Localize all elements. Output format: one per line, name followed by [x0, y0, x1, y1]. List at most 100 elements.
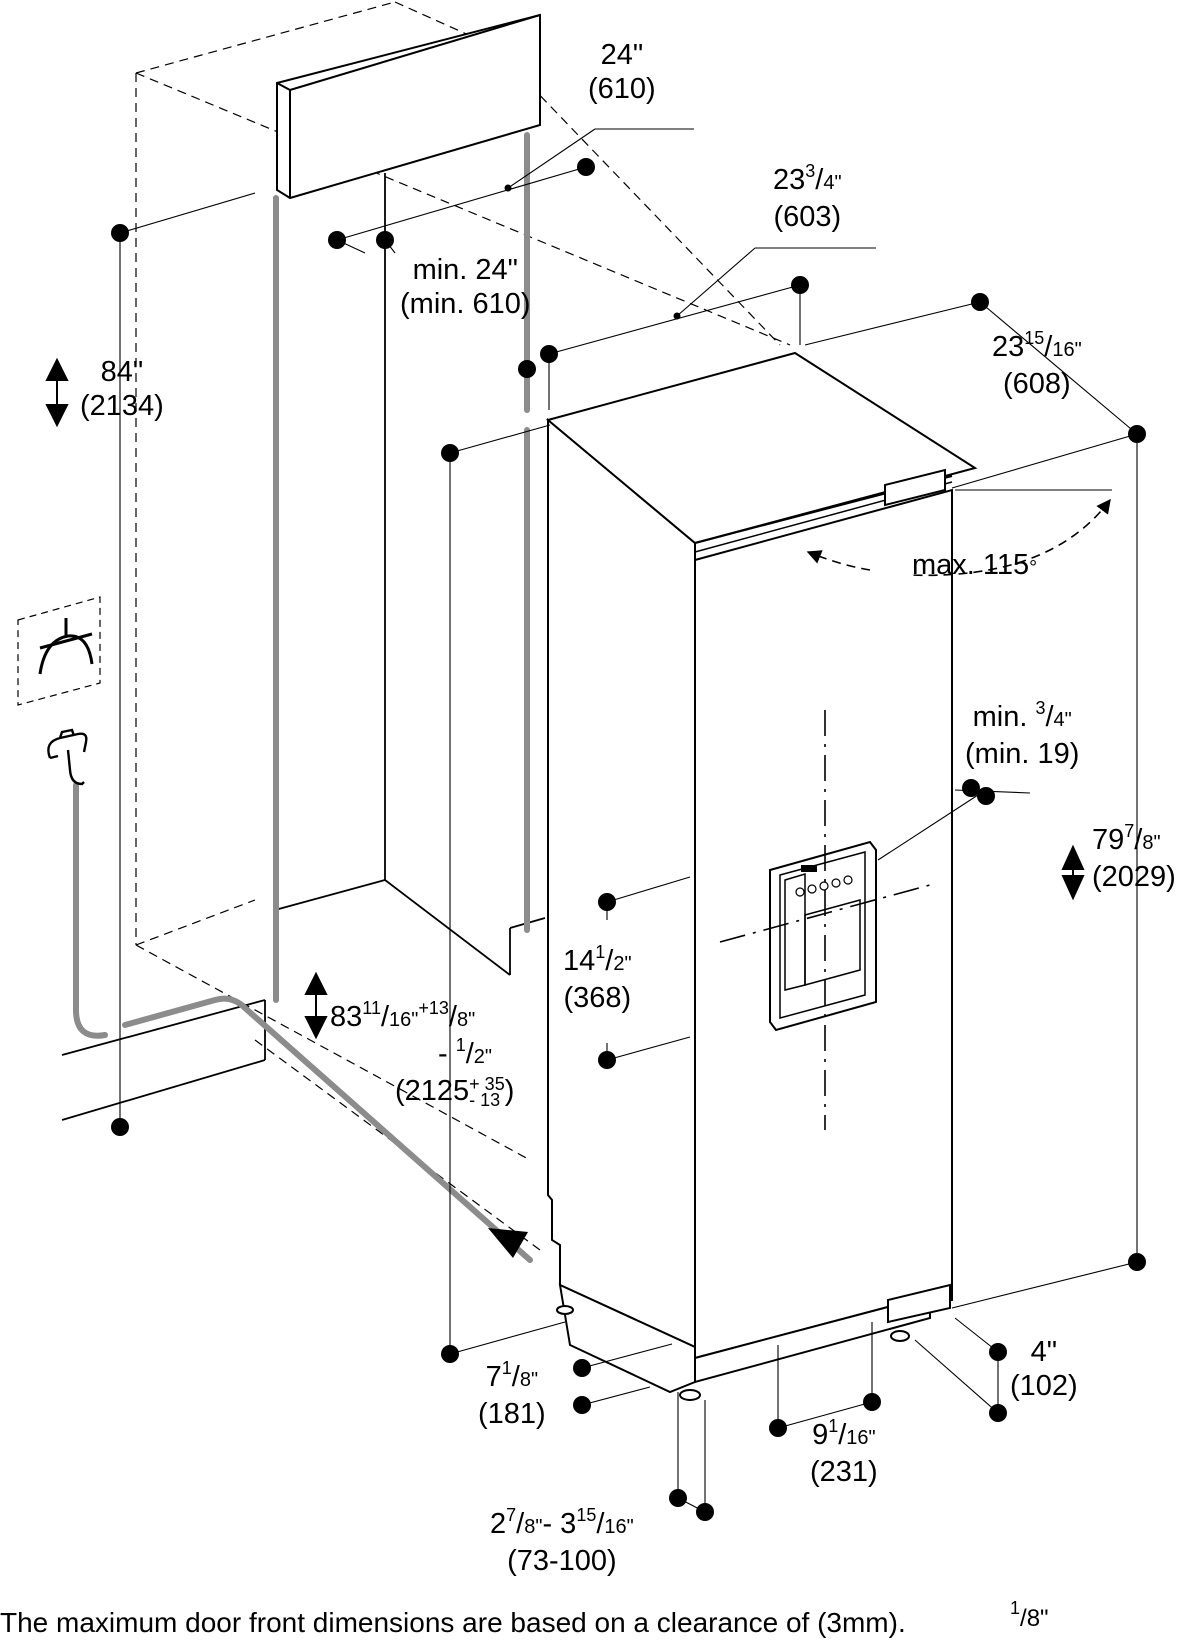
appliance-depth-whole: 23	[992, 331, 1025, 363]
installation-height-whole: 83	[330, 1001, 363, 1033]
installation-height-mm-minus: - 13	[469, 1090, 501, 1111]
installation-height-num: 11	[362, 998, 381, 1018]
niche-width-mm: (min. 610)	[400, 288, 531, 320]
niche-width-label: min. 24" (min. 610)	[400, 253, 531, 321]
side-clearance-num: 3	[1035, 698, 1046, 718]
toe-kick-width-den: 16"	[846, 1427, 876, 1449]
toe-kick-setback-b-den: 16"	[604, 1516, 634, 1538]
water-tap-icon	[47, 728, 88, 786]
appliance-height-mm: (2029)	[1092, 861, 1176, 893]
dimension-lines	[119, 128, 1138, 1513]
appliance-depth-mm: (608)	[1003, 368, 1071, 400]
toe-kick-setback-label: 27/8"- 315/16" (73-100)	[490, 1505, 634, 1577]
installation-height-tol-plus-num: 3	[438, 998, 449, 1018]
toe-kick-setback-separator: -	[542, 1508, 561, 1540]
appliance-width-num: 3	[805, 161, 816, 181]
toe-kick-height-label: 71/8" (181)	[478, 1358, 546, 1430]
toe-kick-height-den: 8"	[519, 1369, 539, 1391]
bottom-bracket	[887, 1283, 951, 1324]
dispenser-height-num: 1	[595, 942, 606, 962]
installation-height-mm-close: )	[504, 1075, 515, 1107]
side-clearance-den: 4"	[1053, 709, 1072, 731]
side-clearance-mm: (min. 19)	[965, 738, 1080, 770]
dispenser-height-den: 2"	[613, 953, 632, 975]
toe-kick-height-whole: 7	[485, 1361, 502, 1393]
appliance-depth-label: 2315/16" (608)	[992, 328, 1082, 400]
niche-height-mm: (2134)	[80, 390, 164, 422]
foot-front-right	[890, 1330, 910, 1342]
appliance-depth-num: 15	[1024, 328, 1045, 348]
niche-height-label: 84" (2134)	[80, 355, 164, 423]
appliance-height-num: 7	[1124, 821, 1135, 841]
installation-height-tol-minus: -	[438, 1038, 456, 1070]
water-flow-arrow-icon	[488, 1228, 528, 1258]
toe-kick-setback-a-num: 7	[506, 1505, 517, 1525]
footnote-overlay-den: 8"	[1026, 1605, 1049, 1632]
appliance-depth-den: 16"	[1052, 339, 1082, 361]
toe-kick-height-num: 1	[501, 1358, 512, 1378]
water-supply-pipe	[73, 132, 533, 1263]
dispenser-centerlines	[719, 710, 931, 1130]
installation-height-tol-plus-den: 8"	[456, 1009, 476, 1031]
footnote-overlay-num: 1	[1010, 1598, 1021, 1618]
toe-kick-width-whole: 9	[812, 1419, 829, 1451]
niche-depth-label: 24" (610)	[588, 38, 656, 106]
installation-height-mm: (2125	[395, 1075, 470, 1107]
toe-kick-setback-mm: (73-100)	[507, 1545, 617, 1577]
footnote-overlay: 1/8"	[1010, 1598, 1049, 1632]
foot-rear-left	[556, 1305, 574, 1315]
niche-width-inch: min. 24"	[412, 254, 518, 286]
door-handle-bracket	[884, 468, 946, 507]
installation-height-tol-minus-num: 1	[455, 1035, 466, 1055]
niche-walls	[61, 173, 546, 1121]
water-ice-dispenser	[769, 840, 877, 1032]
dispenser-height-label: 141/2" (368)	[563, 942, 632, 1014]
installation-height-den: 16"	[389, 1009, 419, 1031]
refrigerator-top	[545, 351, 978, 545]
niche-height-inch: 84"	[100, 356, 144, 388]
installation-height-label: 8311/16"+13/8" - 1/2" (2125+ 35- 13)	[330, 998, 515, 1111]
toe-kick-width-label: 91/16" (231)	[810, 1416, 878, 1488]
refrigerator-side-panel	[547, 417, 696, 1349]
toe-kick-width-mm: (231)	[810, 1456, 878, 1488]
appliance-height-label: 797/8" (2029)	[1092, 821, 1176, 893]
side-clearance-prefix: min.	[972, 701, 1036, 733]
toe-kick-side	[558, 1283, 696, 1394]
niche-header-panel	[276, 13, 541, 200]
appliance-width-mm: (603)	[773, 201, 842, 233]
toe-kick-depth-label: 4" (102)	[1010, 1335, 1078, 1403]
installation-height-tol-plus: +1	[418, 998, 439, 1018]
door-angle-label: max. 115°	[912, 548, 1037, 585]
double-arrow-icon	[304, 971, 328, 1040]
footnote-text: The maximum door front dimensions are ba…	[0, 1607, 906, 1638]
door-angle-unit: °	[1029, 557, 1038, 579]
appliance-width-den: 4"	[823, 172, 842, 194]
door-angle-text: max. 115	[912, 549, 1030, 581]
electrical-outlet-icon	[17, 596, 101, 706]
toe-kick-height-mm: (181)	[478, 1398, 546, 1430]
side-clearance-label: min. 3/4" (min. 19)	[965, 698, 1080, 770]
dispenser-height-whole: 14	[563, 945, 596, 977]
toe-kick-setback-a-whole: 2	[490, 1508, 507, 1540]
toe-kick-setback-b-whole: 3	[560, 1508, 577, 1540]
appliance-width-whole: 23	[773, 164, 806, 196]
double-arrow-icon	[1061, 844, 1085, 901]
toe-kick-depth-mm: (102)	[1010, 1370, 1078, 1402]
footnote: The maximum door front dimensions are ba…	[0, 1599, 1049, 1640]
niche-depth-mm: (610)	[588, 73, 656, 105]
toe-kick-setback-b-num: 15	[576, 1505, 597, 1525]
toe-kick-depth-inch: 4"	[1030, 1336, 1058, 1368]
installation-height-tol-minus-den: 2"	[473, 1046, 493, 1068]
foot-front-left	[679, 1389, 701, 1401]
appliance-height-whole: 79	[1092, 824, 1125, 856]
dimension-points	[111, 158, 1146, 1521]
appliance-width-label: 233/4" (603)	[773, 161, 842, 233]
toe-kick-width-num: 1	[828, 1416, 839, 1436]
installation-height-mm-plus: + 35	[469, 1074, 505, 1095]
toe-kick-setback-a-den: 8"	[524, 1516, 543, 1538]
double-arrow-icon	[45, 357, 69, 428]
appliance-height-den: 8"	[1142, 832, 1161, 854]
door-swing-arc	[909, 498, 1111, 577]
refrigerator-body	[545, 351, 978, 1401]
